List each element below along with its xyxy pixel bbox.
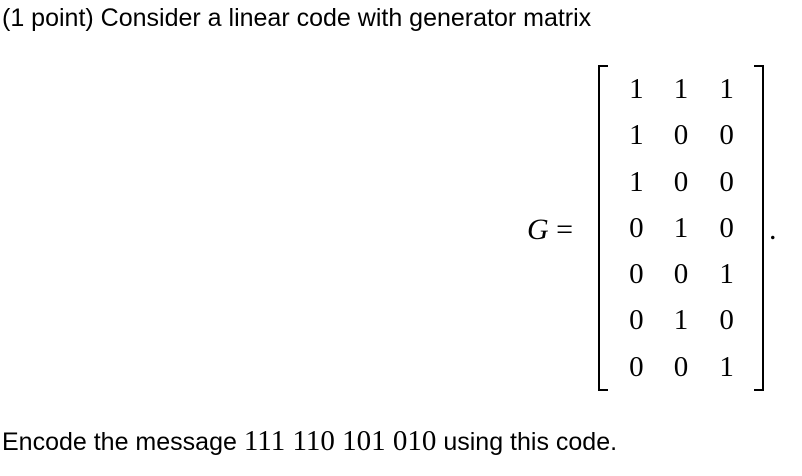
right-bracket (754, 65, 764, 391)
matrix-cell-r7-c2: 0 (673, 350, 689, 383)
matrix-cell-r2-c1: 1 (629, 119, 644, 152)
matrix-cell-r4-c2: 1 (673, 211, 689, 244)
matrix-cell-r1-c2: 1 (673, 73, 689, 105)
left-bracket (598, 65, 608, 391)
matrix-cell-r6-c2: 1 (673, 304, 689, 337)
instruction-lead: Encode the message (2, 428, 237, 456)
generator-matrix: 1 1 1 1 0 0 1 0 0 0 1 0 0 0 1 0 1 0 0 0 … (611, 66, 751, 390)
matrix-cell-r2-c2: 0 (673, 119, 689, 152)
matrix-cell-r1-c3: 1 (719, 73, 734, 105)
encode-instruction: Encode the message 111 110 101 010 using… (2, 423, 617, 460)
matrix-cell-r3-c3: 0 (719, 165, 734, 198)
matrix-cell-r6-c3: 0 (719, 304, 734, 337)
matrix-cell-r2-c3: 0 (719, 119, 734, 152)
matrix-cell-r3-c1: 1 (629, 165, 644, 198)
problem-header: (1 point) Consider a linear code with ge… (2, 3, 591, 33)
matrix-symbol: G (527, 213, 549, 246)
matrix-cell-r1-c1: 1 (629, 73, 644, 105)
matrix-cell-r5-c3: 1 (719, 258, 734, 291)
matrix-symbol-label: G = (527, 212, 573, 248)
problem-statement: Consider a linear code with generator ma… (100, 4, 592, 32)
matrix-cell-r6-c1: 0 (629, 304, 644, 337)
matrix-cell-r7-c1: 0 (629, 350, 644, 383)
points-label: (1 point) (2, 4, 94, 32)
equation-period: . (769, 213, 777, 246)
matrix-cell-r4-c3: 0 (719, 211, 734, 244)
matrix-cell-r4-c1: 0 (629, 211, 644, 244)
message-bits: 111 110 101 010 (243, 425, 437, 457)
matrix-cell-r3-c2: 0 (673, 165, 689, 198)
instruction-tail: using this code. (443, 428, 618, 456)
matrix-cell-r5-c1: 0 (629, 258, 644, 291)
matrix-equation: G = 1 1 1 1 0 0 1 0 0 0 1 0 0 0 1 0 1 0 … (527, 65, 777, 391)
matrix-cell-r5-c2: 0 (673, 258, 689, 291)
equals-sign: = (556, 213, 574, 246)
matrix-cell-r7-c3: 1 (719, 350, 734, 383)
